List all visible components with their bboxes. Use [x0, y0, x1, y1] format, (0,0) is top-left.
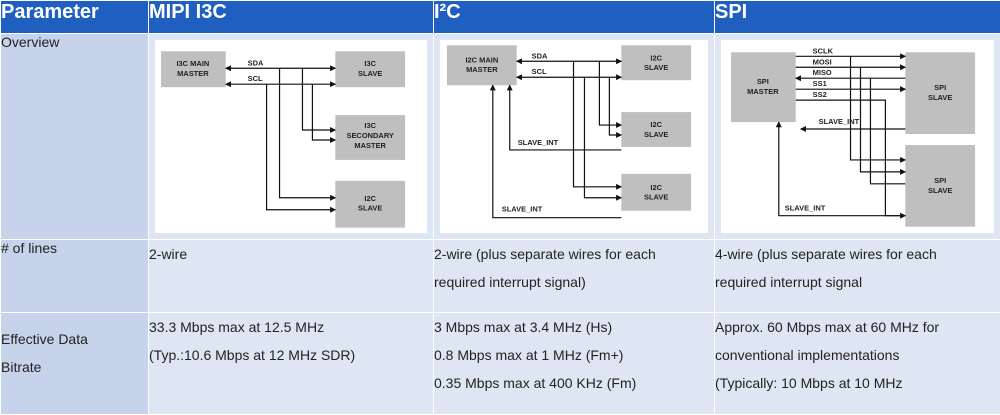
spi-miso-label: MISO: [813, 68, 832, 77]
spi-diagram: SPI MASTER SPI SLAVE SPI SLAVE SCLK MOSI…: [721, 40, 994, 233]
spi-rate-text-2: conventional implementations: [715, 341, 1000, 369]
header-row: Parameter MIPI I3C I²C SPI: [1, 1, 1000, 34]
spi-mosi-label: MOSI: [813, 57, 832, 66]
i2c-lines-cell: 2-wire (plus separate wires for each req…: [434, 240, 715, 313]
i2c-master-label-2: MASTER: [466, 65, 498, 74]
i2c-slave3-label-1: I2C: [650, 183, 662, 192]
i2c-lines-text-2: required interrupt signal): [434, 268, 714, 296]
spi-int2-label: SLAVE_INT: [785, 204, 826, 213]
i3c-i2c-slave-label-1: I2C: [364, 194, 376, 203]
spi-ss2-label: SS2: [813, 90, 827, 99]
header-spi: SPI: [715, 1, 1000, 34]
i3c-master-label-1: I3C MAIN: [176, 59, 209, 68]
i2c-slave1-label-1: I2C: [650, 53, 662, 62]
spi-slave1-label-2: SLAVE: [928, 93, 952, 102]
i2c-int1-label: SLAVE_INT: [518, 138, 559, 147]
spi-ss1-label: SS1: [813, 79, 827, 88]
spi-slave2-label-1: SPI: [934, 176, 946, 185]
bitrate-row: Effective Data Bitrate 33.3 Mbps max at …: [1, 313, 1000, 415]
spi-rate-text-3: (Typically: 10 Mbps at 10 MHz: [715, 369, 1000, 397]
i2c-master-label-1: I2C MAIN: [465, 55, 498, 64]
spi-lines-text-2: required interrupt signal: [715, 268, 1000, 296]
i3c-rate-cell: 33.3 Mbps max at 12.5 MHz (Typ.:10.6 Mbp…: [149, 313, 434, 415]
bitrate-label-1: Effective Data: [1, 325, 148, 353]
spi-slave2-label-2: SLAVE: [928, 186, 952, 195]
i3c-slave-label-2: SLAVE: [358, 69, 382, 78]
i3c-master-label-2: MASTER: [177, 69, 209, 78]
spi-master-label-1: SPI: [757, 77, 769, 86]
spi-diagram-cell: SPI MASTER SPI SLAVE SPI SLAVE SCLK MOSI…: [715, 34, 1000, 240]
spi-slave1-label-1: SPI: [934, 83, 946, 92]
spi-int1-label: SLAVE_INT: [819, 117, 860, 126]
i2c-slave1-label-2: SLAVE: [644, 63, 668, 72]
i2c-diagram-cell: I2C MAIN MASTER I2C SLAVE I2C SLAVE I2C …: [434, 34, 715, 240]
i3c-diagram: I3C MAIN MASTER I3C SLAVE I3C SECONDARY …: [155, 40, 427, 233]
i2c-slave2-label-2: SLAVE: [644, 130, 668, 139]
bitrate-label-2: Bitrate: [1, 353, 148, 381]
i3c-lines-text: 2-wire: [149, 240, 433, 268]
i2c-rate-text-3: 0.35 Mbps max at 400 KHz (Fm): [434, 369, 714, 397]
i3c-scl-label: SCL: [248, 74, 263, 83]
spi-lines-cell: 4-wire (plus separate wires for each req…: [715, 240, 1000, 313]
i2c-slave2-label-1: I2C: [650, 120, 662, 129]
i2c-rate-text-1: 3 Mbps max at 3.4 MHz (Hs): [434, 313, 714, 341]
bitrate-label: Effective Data Bitrate: [1, 313, 149, 415]
i3c-bus-lines: [226, 68, 336, 209]
lines-label: # of lines: [1, 240, 149, 313]
i3c-sda-label: SDA: [248, 58, 264, 67]
i3c-secondary-label-2: SECONDARY: [346, 131, 393, 140]
i2c-rate-cell: 3 Mbps max at 3.4 MHz (Hs) 0.8 Mbps max …: [434, 313, 715, 415]
i3c-secondary-label-1: I3C: [364, 121, 376, 130]
header-parameter: Parameter: [1, 1, 149, 34]
i2c-int2-label: SLAVE_INT: [502, 205, 543, 214]
i3c-i2c-slave-label-2: SLAVE: [358, 204, 382, 213]
overview-row: Overview I3C MAIN MASTER I3C SLAVE I3C S…: [1, 34, 1000, 240]
i3c-diagram-cell: I3C MAIN MASTER I3C SLAVE I3C SECONDARY …: [149, 34, 434, 240]
spi-lines-text-1: 4-wire (plus separate wires for each: [715, 240, 1000, 268]
header-i3c: MIPI I3C: [149, 1, 434, 34]
i3c-slave-label-1: I3C: [364, 59, 376, 68]
spi-master-label-2: MASTER: [747, 87, 779, 96]
spi-bus-lines: [779, 56, 906, 215]
i2c-scl-label: SCL: [532, 67, 547, 76]
lines-row: # of lines 2-wire 2-wire (plus separate …: [1, 240, 1000, 313]
spi-sclk-label: SCLK: [813, 46, 834, 55]
i2c-diagram: I2C MAIN MASTER I2C SLAVE I2C SLAVE I2C …: [440, 40, 708, 233]
spi-rate-text-1: Approx. 60 Mbps max at 60 MHz for: [715, 313, 1000, 341]
spi-rate-cell: Approx. 60 Mbps max at 60 MHz for conven…: [715, 313, 1000, 415]
i2c-lines-text-1: 2-wire (plus separate wires for each: [434, 240, 714, 268]
i3c-rate-text-2: (Typ.:10.6 Mbps at 12 MHz SDR): [149, 341, 433, 369]
i3c-rate-text-1: 33.3 Mbps max at 12.5 MHz: [149, 313, 433, 341]
i3c-secondary-label-3: MASTER: [354, 141, 386, 150]
i2c-sda-label: SDA: [532, 51, 548, 60]
header-i2c: I²C: [434, 1, 715, 34]
i3c-lines-cell: 2-wire: [149, 240, 434, 313]
overview-label: Overview: [1, 34, 149, 240]
i2c-rate-text-2: 0.8 Mbps max at 1 MHz (Fm+): [434, 341, 714, 369]
i2c-slave3-label-2: SLAVE: [644, 193, 668, 202]
